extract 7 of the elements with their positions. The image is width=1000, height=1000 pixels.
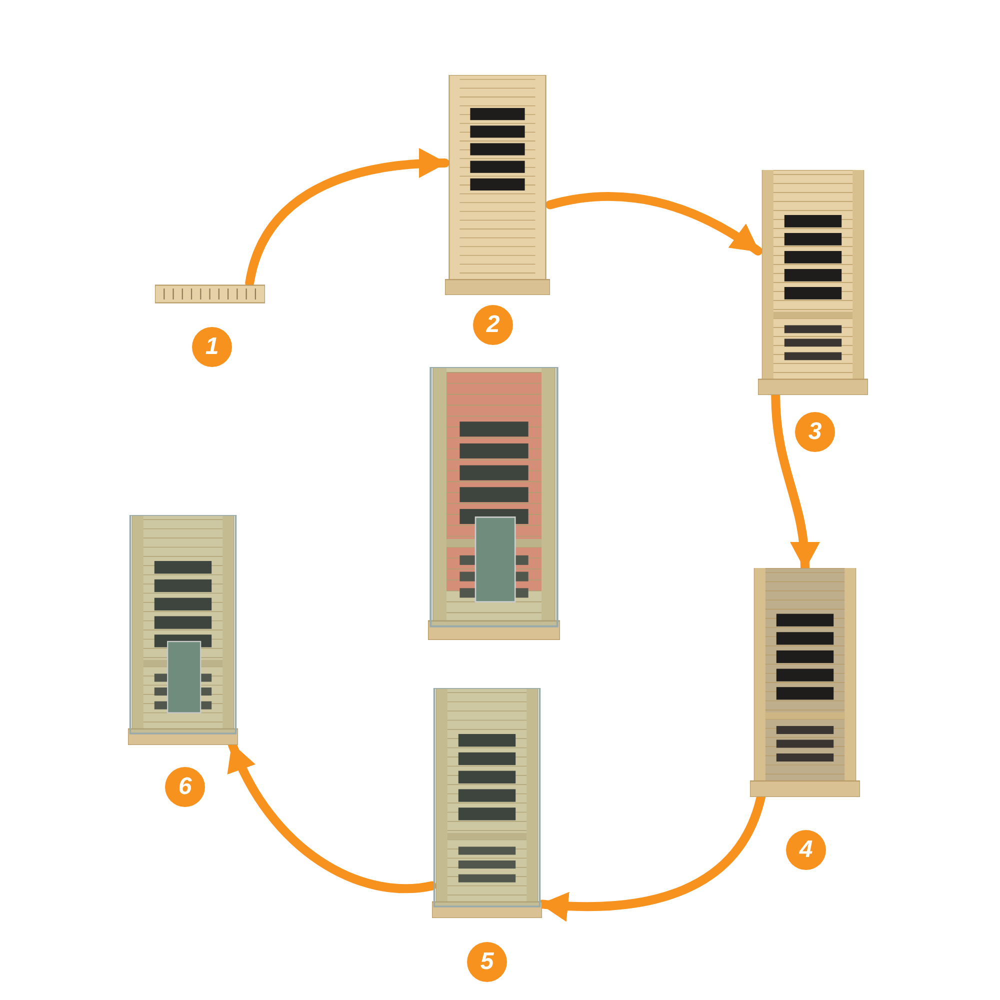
- step-number-badge: 1: [192, 327, 232, 367]
- step-number-badge: 2: [473, 305, 513, 345]
- step-number-badge: 4: [786, 830, 826, 870]
- step-number-badge: 6: [165, 767, 205, 807]
- step-number-badge: 5: [467, 942, 507, 982]
- arrow: [546, 192, 762, 256]
- step-number-badge: 3: [795, 412, 835, 452]
